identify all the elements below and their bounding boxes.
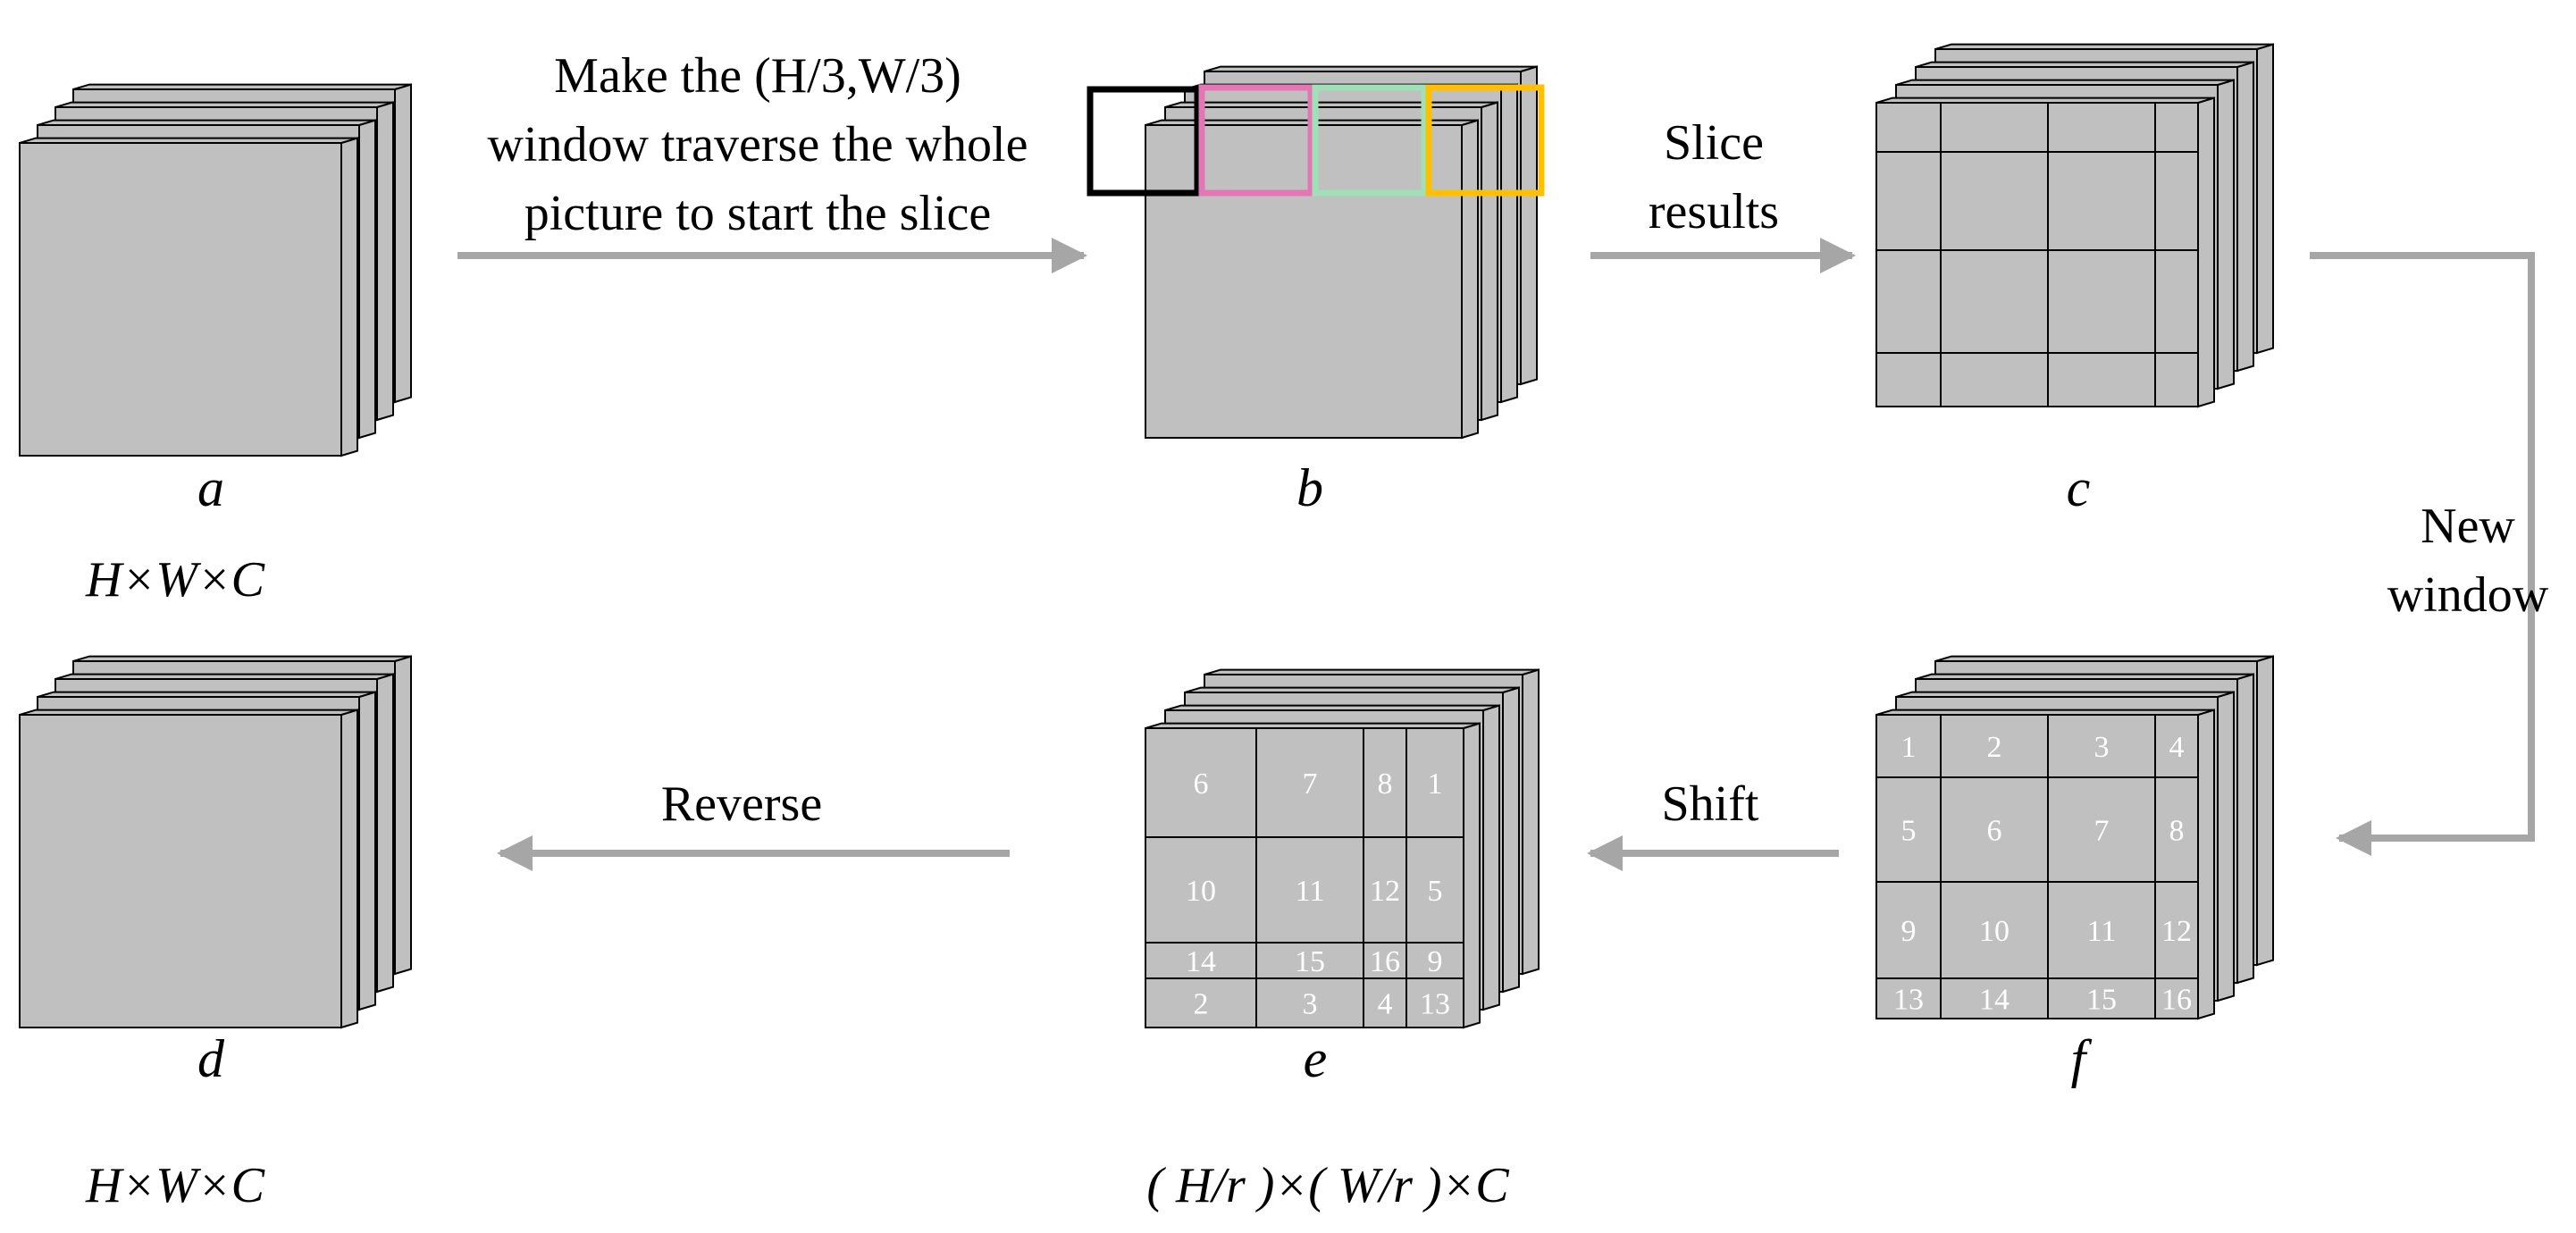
feature-stack-c (1875, 43, 2274, 408)
sheet-side (358, 691, 376, 1011)
sheet-side (340, 137, 358, 457)
caption-a-to-b-line1: Make the (H/3,W/3) (554, 48, 961, 104)
f-cell-5: 5 (1901, 815, 1917, 848)
dims-e: ( H/r )×( W/r )×C (1146, 1158, 1509, 1213)
sheet-side (2256, 655, 2274, 967)
sheet-side (1481, 101, 1498, 422)
label-d: d (197, 1029, 225, 1088)
sheet-side (1461, 119, 1479, 440)
front-face (19, 714, 342, 1028)
sliding-windows (1087, 84, 1545, 197)
label-e: e (1304, 1029, 1328, 1088)
front-face (19, 142, 342, 457)
f-cell-11: 11 (2087, 915, 2117, 948)
f-cell-7: 7 (2094, 815, 2110, 848)
caption-c-to-f-line2: window (2387, 567, 2549, 623)
f-cell-15: 15 (2086, 984, 2117, 1017)
sheet-side (2256, 43, 2274, 355)
e-cell-8: 8 (1378, 767, 1393, 801)
f-cell-8: 8 (2169, 815, 2185, 848)
sheet-side (1502, 686, 1520, 994)
sheet-side (394, 655, 412, 976)
window-pink (1198, 84, 1314, 197)
f-cell-4: 4 (2169, 731, 2185, 764)
e-cell-12: 12 (1370, 875, 1400, 908)
sheet-side (1463, 722, 1481, 1029)
dims-a: H×W×C (85, 552, 265, 608)
sheet-side (1522, 668, 1540, 976)
sheet-side (1500, 83, 1518, 404)
front-face (1875, 102, 2199, 407)
sheet-side (358, 119, 376, 440)
dims-d: H×W×C (85, 1158, 265, 1213)
sheet-side (376, 673, 394, 994)
f-cell-12: 12 (2161, 915, 2192, 948)
label-a: a (197, 458, 224, 517)
e-cell-3: 3 (1303, 988, 1318, 1021)
label-c: c (2067, 458, 2091, 517)
feature-stack-d (19, 655, 412, 1029)
e-cell-7: 7 (1303, 767, 1318, 801)
sheet-side (394, 83, 412, 404)
e-cell-15: 15 (1295, 945, 1325, 978)
sheet-side (376, 101, 394, 422)
label-b: b (1296, 458, 1323, 517)
feature-stack-e (1145, 668, 1540, 1029)
sheet-side (2197, 96, 2215, 408)
f-cell-3: 3 (2094, 731, 2110, 764)
sheet-side (2236, 61, 2254, 373)
e-cell-10: 10 (1186, 875, 1216, 908)
e-cell-14: 14 (1186, 945, 1216, 978)
label-f: f (2071, 1029, 2093, 1088)
sheet-side (1520, 65, 1538, 386)
e-cell-4: 4 (1378, 988, 1393, 1021)
e-cell-11: 11 (1296, 875, 1325, 908)
f-cell-14: 14 (1979, 984, 2010, 1017)
e-cell-6: 6 (1194, 767, 1209, 801)
cell-numbers-e: 6 7 8 1 10 11 12 5 14 15 16 9 2 3 4 13 (1186, 767, 1450, 1021)
f-cell-13: 13 (1893, 984, 1924, 1017)
feature-stack-a (19, 83, 412, 457)
front-face (1875, 714, 2199, 1019)
arrow-c-to-f (2310, 252, 2535, 856)
caption-f-to-e: Shift (1662, 776, 1759, 832)
sheet-side (340, 709, 358, 1029)
e-cell-13: 13 (1420, 988, 1450, 1021)
f-cell-10: 10 (1979, 915, 2010, 948)
front-face (1145, 124, 1463, 439)
sheet-side (2217, 79, 2235, 390)
f-cell-2: 2 (1987, 731, 2002, 764)
caption-e-to-d: Reverse (661, 776, 822, 832)
sheet-side (2197, 709, 2215, 1020)
e-cell-16: 16 (1370, 945, 1400, 978)
feature-stack-f (1875, 655, 2274, 1020)
f-cell-1: 1 (1901, 731, 1917, 764)
window-black (1087, 86, 1201, 197)
arrows (457, 238, 2535, 871)
window-green (1312, 84, 1428, 197)
caption-b-to-c-line2: results (1649, 184, 1779, 239)
e-cell-2: 2 (1194, 988, 1209, 1021)
sheet-side (2236, 673, 2254, 985)
caption-c-to-f-line1: New (2421, 499, 2515, 554)
sheet-side (2217, 691, 2235, 1002)
f-cell-16: 16 (2161, 984, 2192, 1017)
e-cell-9: 9 (1428, 945, 1443, 978)
e-cell-1: 1 (1428, 767, 1443, 801)
sheet-side (1482, 704, 1500, 1011)
f-cell-9: 9 (1901, 915, 1917, 948)
f-cell-6: 6 (1987, 815, 2002, 848)
e-cell-5: 5 (1428, 875, 1443, 908)
caption-b-to-c-line1: Slice (1664, 115, 1764, 171)
window-orange (1425, 84, 1545, 197)
caption-a-to-b-line3: picture to start the slice (524, 186, 991, 241)
caption-a-to-b-line2: window traverse the whole (488, 117, 1028, 172)
